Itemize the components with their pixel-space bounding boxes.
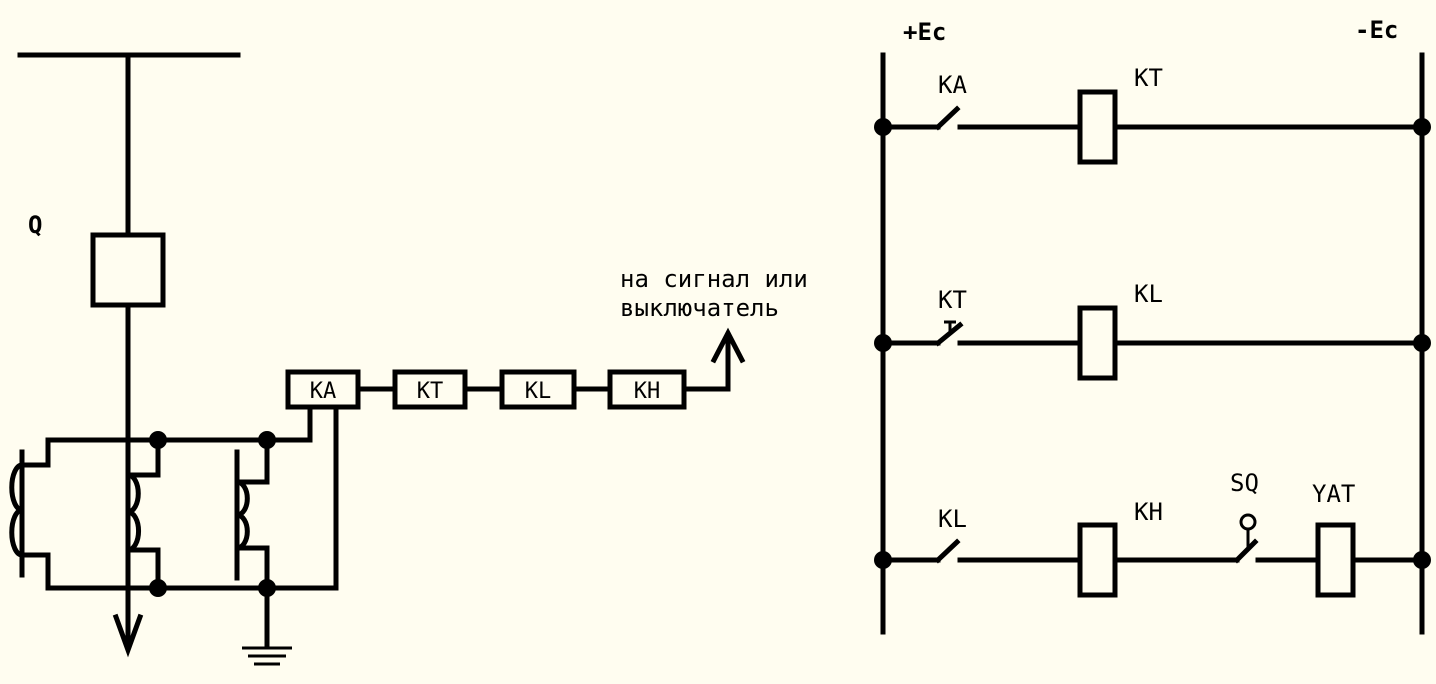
output-note-line2: выключатель	[620, 294, 779, 322]
rung3-contact-label: KL	[938, 505, 967, 533]
rung3-coil	[1077, 522, 1118, 598]
junction-dot	[258, 431, 276, 449]
junction-dot	[1413, 118, 1431, 136]
junction-dot	[149, 579, 167, 597]
output-wire	[681, 335, 731, 392]
dc-control-circuit: +Ec -Ec KA KT KT KL	[874, 16, 1431, 635]
rung2-delay-contact-icon	[934, 321, 964, 347]
rung-2: KT KL	[874, 280, 1431, 381]
junction-dot	[1413, 334, 1431, 352]
ct1-winding-icon	[9, 462, 25, 558]
relay-kt-label: KT	[417, 379, 444, 404]
junction-dot	[874, 118, 892, 136]
ct3-winding-icon	[234, 479, 250, 551]
ground-icon	[242, 646, 292, 666]
ct1-bottom-lead	[19, 552, 51, 591]
ct1-top-lead	[19, 437, 51, 468]
breaker-q	[90, 232, 166, 308]
junction-dot	[149, 431, 167, 449]
ct3-bottom-lead	[234, 545, 270, 591]
rung-3: KL KH SQ YAT	[874, 469, 1431, 598]
rung2-contact-label: KT	[938, 286, 967, 314]
minus-bus-label: -Ec	[1355, 16, 1398, 44]
limit-switch-roller-icon	[1239, 513, 1257, 531]
trip-coil-label: YAT	[1312, 480, 1355, 508]
relay-ka-label: KA	[310, 379, 337, 404]
rung1-contact-icon	[934, 105, 961, 131]
ct2-winding-icon	[125, 472, 142, 553]
plus-bus-label: +Ec	[903, 18, 946, 46]
output-arrow-icon	[710, 327, 746, 364]
rung3-coil-label: KH	[1134, 498, 1163, 526]
rung2-coil-label: KL	[1134, 280, 1163, 308]
rung1-contact-label: KA	[938, 71, 967, 99]
junction-dot	[1413, 551, 1431, 569]
rung1-coil-label: KT	[1134, 64, 1163, 92]
feeder-arrow-icon	[112, 613, 144, 658]
relay-kl-label: KL	[525, 379, 552, 404]
junction-dot	[874, 334, 892, 352]
limit-switch-contact-icon	[1233, 538, 1259, 564]
rung2-coil	[1077, 305, 1118, 381]
junction-dot	[874, 551, 892, 569]
ct2-top-lead	[125, 437, 161, 478]
relay-chain: KA KT KL KH на сигнал или выключатель	[285, 265, 808, 591]
rung3-contact-icon	[934, 538, 961, 564]
output-note-line1: на сигнал или	[620, 265, 808, 293]
current-transformers	[9, 431, 339, 666]
ct3-top-lead	[234, 437, 270, 485]
time-delay-mark-icon	[944, 320, 956, 333]
rung-1: KA KT	[874, 64, 1431, 165]
trip-coil	[1315, 522, 1356, 598]
ct2-bottom-lead	[125, 547, 161, 591]
relay-kh-label: KH	[634, 379, 661, 404]
rung1-coil	[1077, 89, 1118, 165]
limit-switch-label: SQ	[1230, 469, 1259, 497]
breaker-label: Q	[28, 211, 42, 239]
